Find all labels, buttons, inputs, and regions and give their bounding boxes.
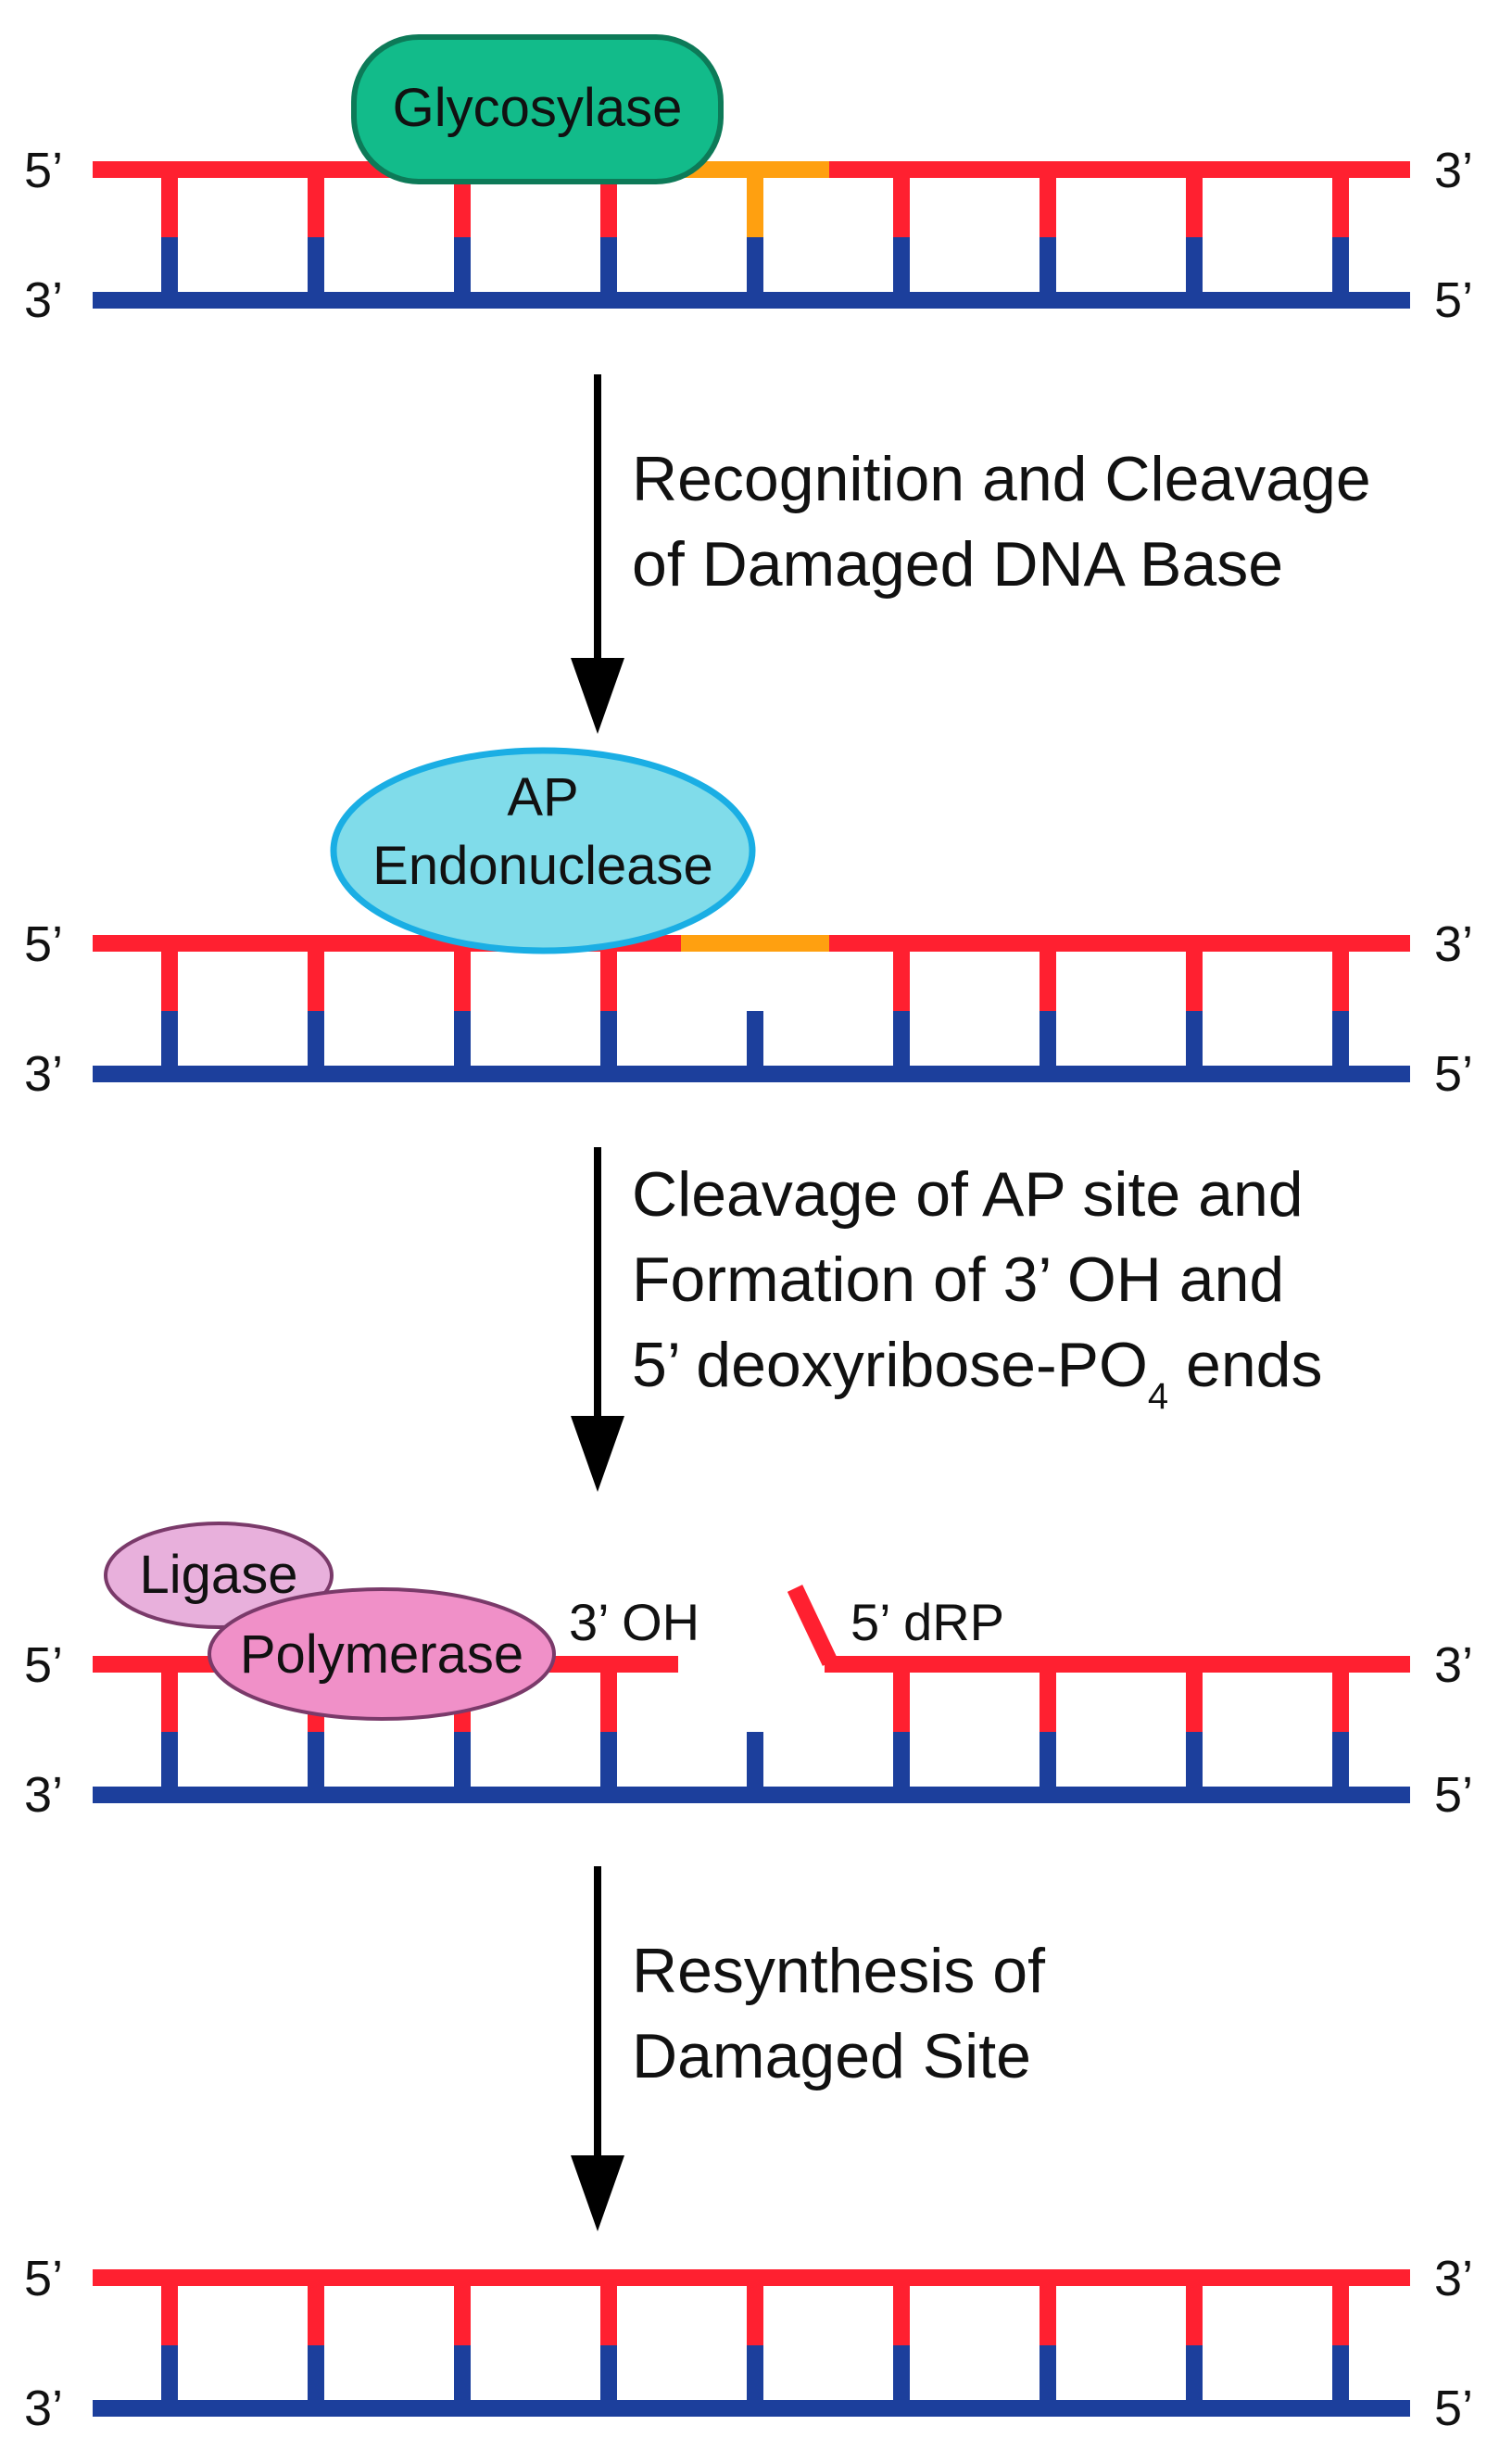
- step-2: Cleavage of AP site and Formation of 3’ …: [571, 1147, 1322, 1492]
- strand-end-label: 3’: [1434, 916, 1473, 972]
- damaged-backbone-segment: [681, 161, 829, 178]
- three-oh-label: 3’ OH: [569, 1593, 699, 1651]
- dna-stage-1: 5’ 3’ 3’ 5’ Glycosylase: [24, 34, 1473, 328]
- strand-end-label: 5’: [1434, 2381, 1473, 2436]
- polymerase-enzyme: Polymerase: [208, 1587, 556, 1721]
- strand-end-label: 5’: [1434, 272, 1473, 328]
- strand-end-label: 3’: [24, 2381, 63, 2436]
- step-3: Resynthesis of Damaged Site: [571, 1866, 1045, 2231]
- strand-end-label: 3’: [1434, 2251, 1473, 2306]
- bottom-strand: [93, 292, 1410, 309]
- orphan-base: [747, 1011, 763, 1068]
- polymerase-label: Polymerase: [240, 1624, 523, 1685]
- arrow-head: [571, 2155, 624, 2231]
- ap-endonuclease-shape: [330, 747, 756, 954]
- ap-endonuclease-label: Endonuclease: [372, 836, 713, 896]
- arrow-head: [571, 1416, 624, 1492]
- strand-end-label: 5’: [1434, 1046, 1473, 1102]
- orphan-base: [747, 1732, 763, 1789]
- top-strand: [93, 2269, 1410, 2286]
- step-description: Cleavage of AP site and: [632, 1159, 1304, 1230]
- arrow-shaft: [594, 1147, 601, 1425]
- dna-stage-4: 5’ 3’ 3’ 5’: [24, 2251, 1473, 2436]
- step-description: Formation of 3’ OH and: [632, 1244, 1284, 1315]
- step-description: Damaged Site: [632, 2021, 1031, 2091]
- step-1: Recognition and Cleavage of Damaged DNA …: [571, 374, 1371, 734]
- base-pairs: [161, 950, 1349, 1068]
- arrow-shaft: [594, 1866, 601, 2165]
- strand-end-label: 5’: [1434, 1767, 1473, 1823]
- strand-end-label: 3’: [1434, 1637, 1473, 1693]
- strand-end-label: 5’: [24, 1637, 63, 1693]
- strand-end-label: 3’: [1434, 143, 1473, 198]
- five-drp-label: 5’ dRP: [850, 1593, 1004, 1651]
- drp-flap: [787, 1585, 838, 1666]
- ligase-label: Ligase: [140, 1545, 298, 1605]
- glycosylase-shape: [351, 34, 724, 184]
- top-strand-right-fragment: [825, 1656, 1410, 1673]
- step-description: Recognition and Cleavage: [632, 444, 1371, 514]
- strand-end-label: 5’: [24, 143, 63, 198]
- ap-site-backbone-segment: [681, 935, 829, 952]
- strand-end-label: 3’: [24, 1046, 63, 1102]
- glycosylase-enzyme: Glycosylase: [351, 34, 724, 184]
- bottom-strand: [93, 1787, 1410, 1803]
- step-description: of Damaged DNA Base: [632, 529, 1283, 600]
- dna-stage-3: 5’ 3’ 3’ 5’ 3’ OH 5’ dRP Ligase Polymera…: [24, 1522, 1473, 1823]
- base-pairs: [161, 2284, 1349, 2403]
- strand-end-label: 3’: [24, 272, 63, 328]
- bottom-strand: [93, 1066, 1410, 1082]
- ap-endonuclease-label: AP: [507, 767, 578, 827]
- damaged-base: [747, 176, 763, 237]
- arrow-head: [571, 658, 624, 734]
- strand-end-label: 5’: [24, 916, 63, 972]
- dna-stage-2: 5’ 3’ 3’ 5’ AP Endonuclease: [24, 747, 1473, 1102]
- strand-end-label: 5’: [24, 2251, 63, 2306]
- bottom-strand: [93, 2400, 1410, 2417]
- base-pairs: [161, 176, 1349, 295]
- strand-end-label: 3’: [24, 1767, 63, 1823]
- polymerase-shape: [208, 1587, 556, 1721]
- arrow-shaft: [594, 374, 601, 669]
- step-description: Resynthesis of: [632, 1936, 1045, 2006]
- glycosylase-label: Glycosylase: [393, 78, 683, 138]
- step-description: 5’ deoxyribose-PO4 ends: [632, 1330, 1322, 1417]
- ap-endonuclease-enzyme: AP Endonuclease: [330, 747, 756, 954]
